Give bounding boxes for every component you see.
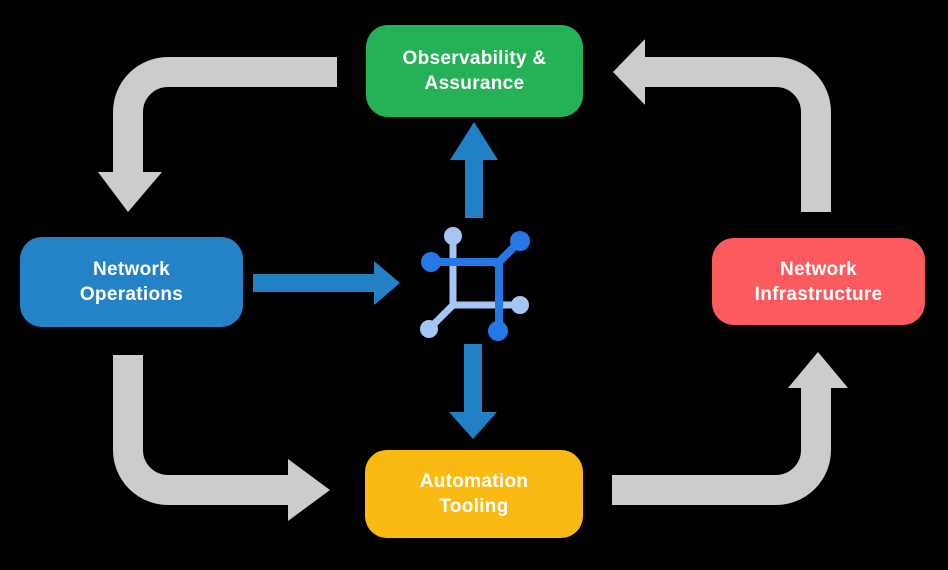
node-tooling: Automation Tooling [365,450,583,538]
node-tooling-label: Automation Tooling [419,471,529,517]
node-infrastructure-label: Network Infrastructure [754,258,883,305]
cycle-arrow-infrastructure-to-observability [613,39,831,212]
network-mesh-icon-dark-nodes [421,231,530,341]
node-observability: Observability & Assurance [366,25,583,117]
node-infrastructure: Network Infrastructure [712,238,925,325]
node-observability-label: Observability & Assurance [402,48,547,94]
cycle-arrow-tooling-to-infrastructure [612,352,848,505]
cycle-arrow-operations-to-tooling [113,355,330,521]
network-mesh-icon-light-nodes [420,227,529,338]
flow-arrow-center-to-observability [450,122,498,218]
node-operations-label: Network Operations [79,259,184,305]
flow-arrow-center-to-tooling [449,344,497,439]
cycle-arrow-observability-to-operations [98,57,337,212]
node-operations: Network Operations [20,237,243,327]
flow-arrow-operations-to-center [253,261,400,305]
network-mesh-icon [420,227,530,341]
